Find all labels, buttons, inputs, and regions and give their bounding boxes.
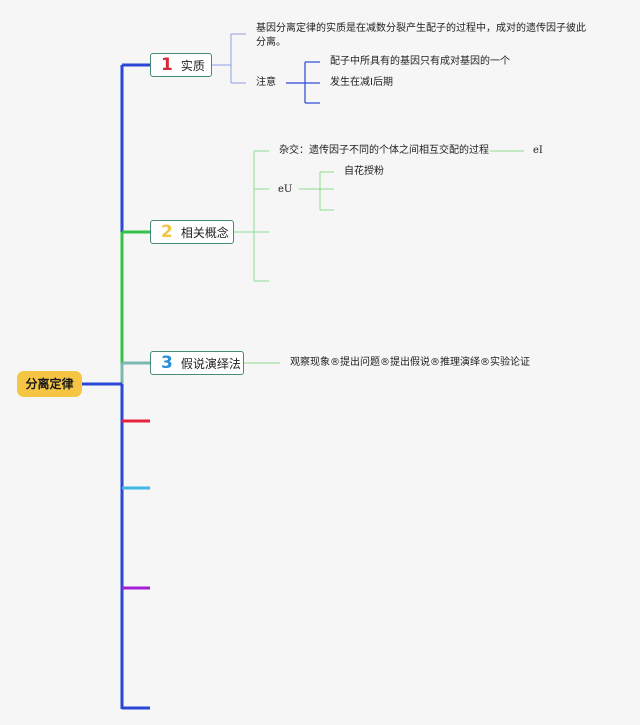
topic-number-2: 2 <box>161 221 173 242</box>
essence-connectors <box>212 33 246 84</box>
essence-main-text[interactable]: 基因分离定律的实质是在减数分裂产生配子的过程中，成对的遗传因子彼此分离。 <box>256 23 586 48</box>
topic-label: 实质 <box>180 58 205 73</box>
concept-hybrid[interactable]: 杂交：遗传因子不同的个体之间相互交配的过程 <box>279 145 489 156</box>
topic-essence[interactable]: 1 实质 <box>150 53 212 77</box>
note-connectors <box>286 61 320 104</box>
topic-label: 相关概念 <box>180 225 229 240</box>
concept-hybrid-tail[interactable]: eI <box>533 145 543 156</box>
concept-eu[interactable]: eU <box>278 184 293 195</box>
topic-method[interactable]: 3 假说演绎法 <box>150 351 244 375</box>
topic-number-3: 3 <box>161 352 173 373</box>
topic-concepts[interactable]: 2 相关概念 <box>150 220 234 244</box>
essence-note-2[interactable]: 发生在减I后期 <box>330 77 393 88</box>
concept-connectors <box>234 150 524 282</box>
method-steps[interactable]: 观察现象®提出问题®提出假说®推理演绎®实验论证 <box>290 357 530 368</box>
essence-note-1[interactable]: 配子中所具有的基因只有成对基因的一个 <box>330 56 510 67</box>
root-node[interactable]: 分离定律 <box>17 371 82 397</box>
topic-label: 假说演绎法 <box>180 356 241 371</box>
concept-self-pollination[interactable]: 自花授粉 <box>344 166 384 177</box>
essence-note-label[interactable]: 注意 <box>256 77 276 88</box>
topic-number-1: 1 <box>161 54 173 75</box>
